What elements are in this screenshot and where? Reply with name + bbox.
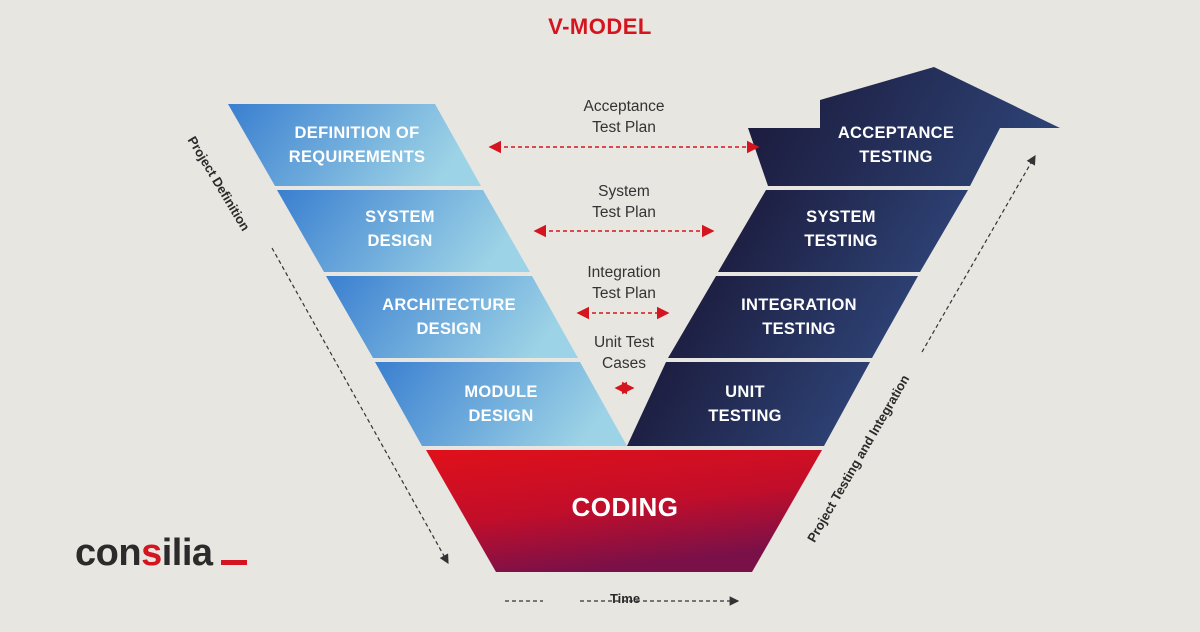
label-unit-testing: UNIT TESTING: [650, 380, 840, 428]
label-line: TESTING: [804, 232, 878, 250]
label-system-design: SYSTEM DESIGN: [297, 205, 503, 253]
test-plan-acceptance: Acceptance Test Plan: [544, 96, 704, 138]
stage-integration-testing: [668, 276, 918, 358]
test-plan-line: Cases: [602, 355, 646, 372]
diagram-title: V-MODEL: [548, 14, 652, 39]
test-plan-line: System: [598, 183, 650, 200]
label-line: TESTING: [859, 148, 933, 166]
label-definition-of-requirements: DEFINITION OF REQUIREMENTS: [254, 121, 460, 169]
test-plan-line: Integration: [587, 264, 661, 281]
stage-system-testing: [718, 190, 968, 272]
logo-text: con: [75, 532, 142, 574]
stage-acceptance-testing: [748, 67, 1060, 186]
label-line: DEFINITION OF: [294, 124, 420, 142]
stage-definition-of-requirements: [228, 104, 481, 186]
label-line: DESIGN: [468, 407, 534, 425]
logo-underscore: [220, 560, 247, 565]
label-line: SYSTEM: [365, 208, 435, 226]
time-label: Time: [609, 591, 641, 606]
label-line: ACCEPTANCE: [837, 124, 955, 142]
label-line: ARCHITECTURE: [382, 296, 516, 314]
test-plan-line: Acceptance: [583, 98, 665, 115]
project-testing-arrow: [921, 154, 1036, 353]
test-plan-unit: Unit Test Cases: [544, 332, 704, 374]
label-line: TESTING: [762, 320, 836, 338]
label-line: DESIGN: [367, 232, 433, 250]
stage-architecture-design: [326, 276, 578, 358]
label-line: SYSTEM: [806, 208, 876, 226]
logo-text: ilia: [161, 532, 213, 574]
label-integration-testing: INTEGRATION TESTING: [696, 293, 902, 341]
label-line: MODULE: [464, 383, 538, 401]
label-line: TESTING: [708, 407, 782, 425]
label-line: INTEGRATION: [741, 296, 857, 314]
test-plan-line: Unit Test: [593, 334, 655, 351]
stage-unit-testing: [627, 362, 870, 446]
stage-system-design: [277, 190, 530, 272]
stage-module-design: [375, 362, 627, 446]
label-line: REQUIREMENTS: [288, 148, 426, 166]
test-plan-line: Test Plan: [592, 204, 656, 221]
label-acceptance-testing: ACCEPTANCE TESTING: [793, 121, 999, 169]
consilia-logo: consilia: [75, 532, 247, 575]
test-plan-line: Test Plan: [592, 285, 656, 302]
label-system-testing: SYSTEM TESTING: [738, 205, 944, 253]
label-module-design: MODULE DESIGN: [398, 380, 604, 428]
label-line: UNIT: [725, 383, 765, 401]
test-plan-system: System Test Plan: [544, 181, 704, 223]
label-coding: CODING: [571, 492, 679, 522]
test-plan-line: Test Plan: [592, 119, 656, 136]
label-architecture-design: ARCHITECTURE DESIGN: [346, 293, 552, 341]
test-plan-integration: Integration Test Plan: [544, 262, 704, 304]
logo-accent: s: [141, 532, 162, 574]
stage-coding: [426, 450, 822, 572]
label-line: DESIGN: [416, 320, 482, 338]
